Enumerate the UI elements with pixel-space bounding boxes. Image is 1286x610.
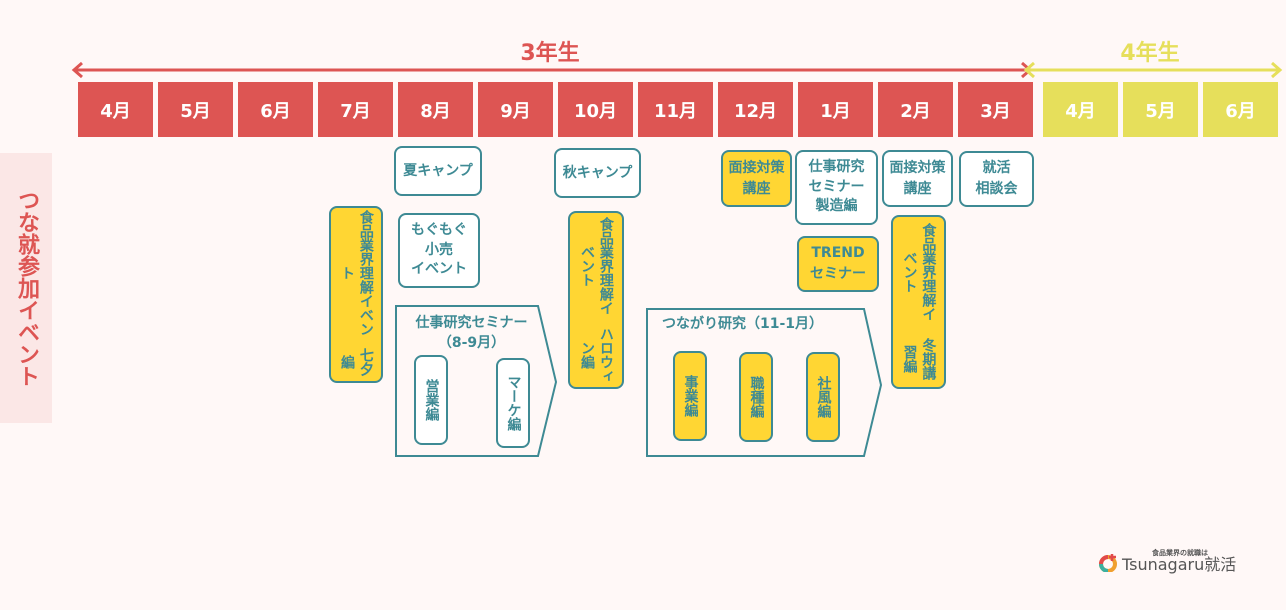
- month-cell: 4月: [78, 82, 153, 137]
- event-summer-camp[interactable]: 夏キャンプ: [394, 146, 482, 196]
- t: 面接対策: [728, 159, 785, 176]
- event-consult[interactable]: 就活相談会: [959, 151, 1034, 207]
- t: 就活: [982, 160, 1011, 176]
- month-cell: 6月: [238, 82, 313, 137]
- t: 食品業界理解イベント: [901, 223, 937, 322]
- logo-icon: [1099, 553, 1117, 572]
- t: 面接対策: [889, 159, 946, 176]
- t: もぐもぐ: [411, 222, 467, 239]
- year-4-label: 4年生: [1120, 41, 1180, 66]
- t: イベント: [411, 261, 467, 278]
- month-cell: 7月: [318, 82, 393, 137]
- tanabata-a: 食品業界理解イベント: [339, 210, 374, 336]
- t: 冬期講習編: [901, 338, 937, 381]
- event-business[interactable]: 事業編: [673, 351, 707, 441]
- t: TREND: [811, 245, 865, 261]
- tsunagari-frame: [646, 308, 883, 457]
- month-cell: 3月: [958, 82, 1033, 137]
- month-cell: 11月: [638, 82, 713, 137]
- t: 講座: [742, 180, 771, 197]
- t: セミナー: [810, 266, 866, 282]
- t: 秋キャンプ: [562, 164, 633, 181]
- t: 食品業界理解イベント: [579, 217, 614, 316]
- t: 仕事研究: [808, 159, 865, 176]
- summer-camp-label: 夏キャンプ: [403, 162, 473, 179]
- t: マーケ編: [505, 375, 522, 431]
- tsunagari-title: つながり研究（11-1月）: [662, 316, 824, 332]
- event-job-type[interactable]: 職種編: [739, 352, 773, 442]
- t: 職種編: [748, 376, 765, 418]
- month-cell: 5月: [1123, 82, 1198, 137]
- month-cell: 1月: [798, 82, 873, 137]
- event-winter[interactable]: 食品業界理解イベント冬期講習編: [891, 215, 946, 389]
- job-seminar-title: 仕事研究セミナー: [415, 315, 528, 331]
- job-seminar-frame: [395, 305, 558, 457]
- t: 講座: [903, 180, 932, 197]
- event-tanabata[interactable]: 食品業界理解イベント七夕編: [329, 206, 383, 383]
- year-3-arrow: [71, 61, 1033, 79]
- event-autumn-camp[interactable]: 秋キャンプ: [554, 148, 641, 198]
- month-cell: 4月: [1043, 82, 1118, 137]
- event-interview-2[interactable]: 面接対策講座: [882, 150, 953, 207]
- event-trend[interactable]: TREND セミナー: [797, 236, 879, 292]
- event-culture[interactable]: 社風編: [806, 352, 840, 442]
- t: セミナー: [808, 178, 865, 195]
- month-cell: 12月: [718, 82, 793, 137]
- month-cell: 10月: [558, 82, 633, 137]
- event-halloween[interactable]: 食品業界理解イベントハロウィン編: [568, 211, 624, 389]
- month-cell: 2月: [878, 82, 953, 137]
- year-3-label: 3年生: [520, 41, 580, 66]
- month-cell: 9月: [478, 82, 553, 137]
- month-cell: 6月: [1203, 82, 1278, 137]
- t: ハロウィン編: [579, 327, 614, 384]
- t: 社風編: [815, 376, 832, 418]
- year-4-arrow: [1023, 61, 1283, 79]
- event-marketing[interactable]: マーケ編: [496, 358, 530, 448]
- event-mogumogu[interactable]: もぐもぐ小売イベント: [398, 213, 480, 288]
- logo-name: Tsunagaru就活: [1122, 555, 1237, 574]
- t: 小売: [425, 241, 453, 258]
- event-interview-1[interactable]: 面接対策講座: [721, 150, 792, 207]
- event-sales[interactable]: 営業編: [414, 355, 448, 445]
- t: 製造編: [815, 198, 858, 215]
- side-label: つな就参加イベント: [0, 153, 52, 423]
- month-cell: 8月: [398, 82, 473, 137]
- t: 営業編: [423, 379, 440, 421]
- month-cell: 5月: [158, 82, 233, 137]
- logo-tagline: 食品業界の就職は: [1152, 549, 1208, 557]
- job-seminar-period: （8-9月）: [437, 335, 506, 351]
- t: 相談会: [975, 181, 1018, 197]
- event-manufacturing[interactable]: 仕事研究セミナー製造編: [795, 150, 878, 225]
- tanabata-b: 七夕編: [339, 347, 374, 376]
- t: 事業編: [682, 375, 699, 417]
